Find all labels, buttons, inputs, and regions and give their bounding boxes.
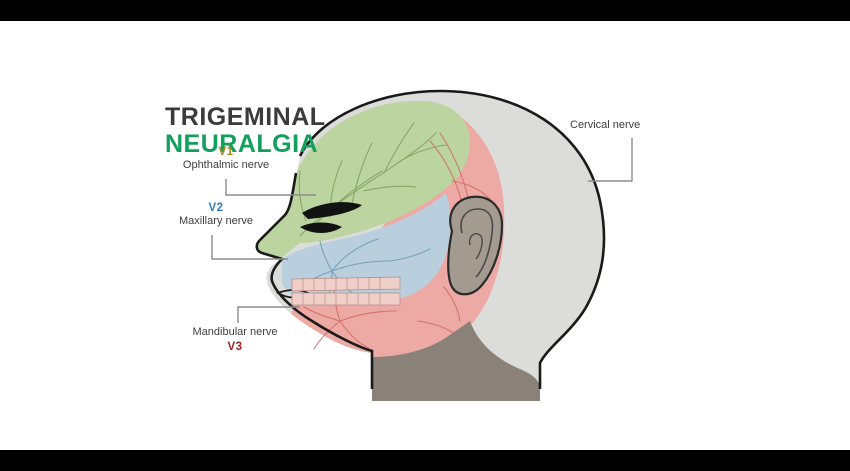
title-primary: TRIGEMINAL xyxy=(165,103,326,131)
branch-code-v3: V3 xyxy=(227,340,243,353)
neck-skin xyxy=(372,321,540,401)
eyebrow xyxy=(302,202,362,219)
label-cervical-nerve: Cervical nerve xyxy=(570,119,641,131)
region-v1-ophthalmic xyxy=(256,100,470,260)
vessels-v1 xyxy=(298,122,447,237)
callout-cervical-nerve: Cervical nerve xyxy=(570,119,700,133)
branch-name-v2: Maxillary nerve xyxy=(179,215,253,228)
skull-outline xyxy=(298,89,606,389)
letterbox-bottom xyxy=(0,450,850,471)
branch-code-v2: V2 xyxy=(208,202,224,214)
trigeminal-neuralgia-diagram: TRIGEMINAL NEURALGIA V1 Ophthalmic nerve… xyxy=(0,21,850,450)
ear xyxy=(447,195,504,296)
teeth xyxy=(291,276,401,306)
page-title: TRIGEMINAL NEURALGIA xyxy=(165,105,326,157)
eye xyxy=(300,222,342,233)
head-illustration xyxy=(255,89,606,401)
callout-v1-ophthalmic: V1 Ophthalmic nerve xyxy=(146,145,306,173)
callout-v3-mandibular: Mandibular nerve V3 xyxy=(150,326,320,354)
face-profile-outline xyxy=(255,172,374,389)
branch-code-v1: V1 xyxy=(218,146,234,158)
branch-name-v3: Mandibular nerve xyxy=(192,326,278,338)
title-secondary: NEURALGIA xyxy=(165,130,319,158)
region-v2-maxillary xyxy=(282,193,451,303)
branch-name-v1: Ophthalmic nerve xyxy=(182,159,270,172)
callout-v2-maxillary: V2 Maxillary nerve xyxy=(136,201,296,229)
letterbox-top xyxy=(0,0,850,21)
